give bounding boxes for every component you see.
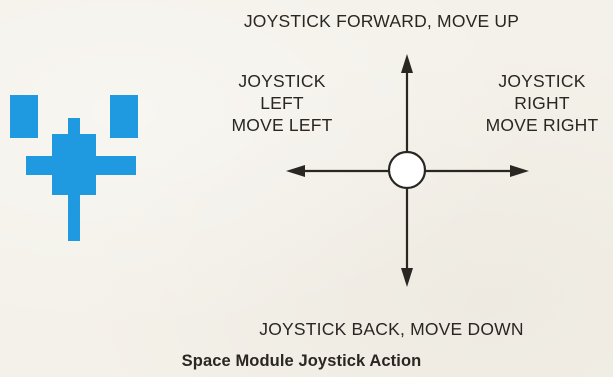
arrow-left-head — [286, 165, 305, 177]
module-left-wing — [10, 95, 38, 138]
arrow-down-head — [401, 268, 413, 287]
label-left-move-left: JOYSTICK LEFT MOVE LEFT — [212, 70, 352, 136]
label-right-line-3: MOVE RIGHT — [485, 115, 599, 135]
label-forward-move-up: JOYSTICK FORWARD, MOVE UP — [243, 11, 520, 31]
module-top-nub — [68, 118, 80, 134]
module-upper-body — [52, 134, 96, 156]
label-left-line-3: MOVE LEFT — [231, 115, 333, 135]
joystick-center-circle — [387, 150, 427, 190]
module-lower-body — [52, 175, 96, 195]
joystick-arrows — [286, 54, 529, 287]
label-right-line-2: RIGHT — [514, 93, 570, 113]
label-right-move-right: JOYSTICK RIGHT MOVE RIGHT — [468, 70, 613, 136]
module-tail — [68, 195, 80, 241]
arrow-right-head — [510, 165, 529, 177]
arrow-up-head — [401, 54, 413, 73]
figure-caption: Space Module Joystick Action — [181, 352, 422, 370]
label-left-line-1: JOYSTICK — [238, 71, 326, 91]
module-main-body — [26, 156, 136, 175]
label-right-line-1: JOYSTICK — [498, 71, 586, 91]
space-module-icon — [10, 95, 138, 241]
label-back-move-down: JOYSTICK BACK, MOVE DOWN — [259, 319, 524, 339]
label-left-line-2: LEFT — [260, 93, 304, 113]
module-right-wing — [110, 95, 138, 138]
